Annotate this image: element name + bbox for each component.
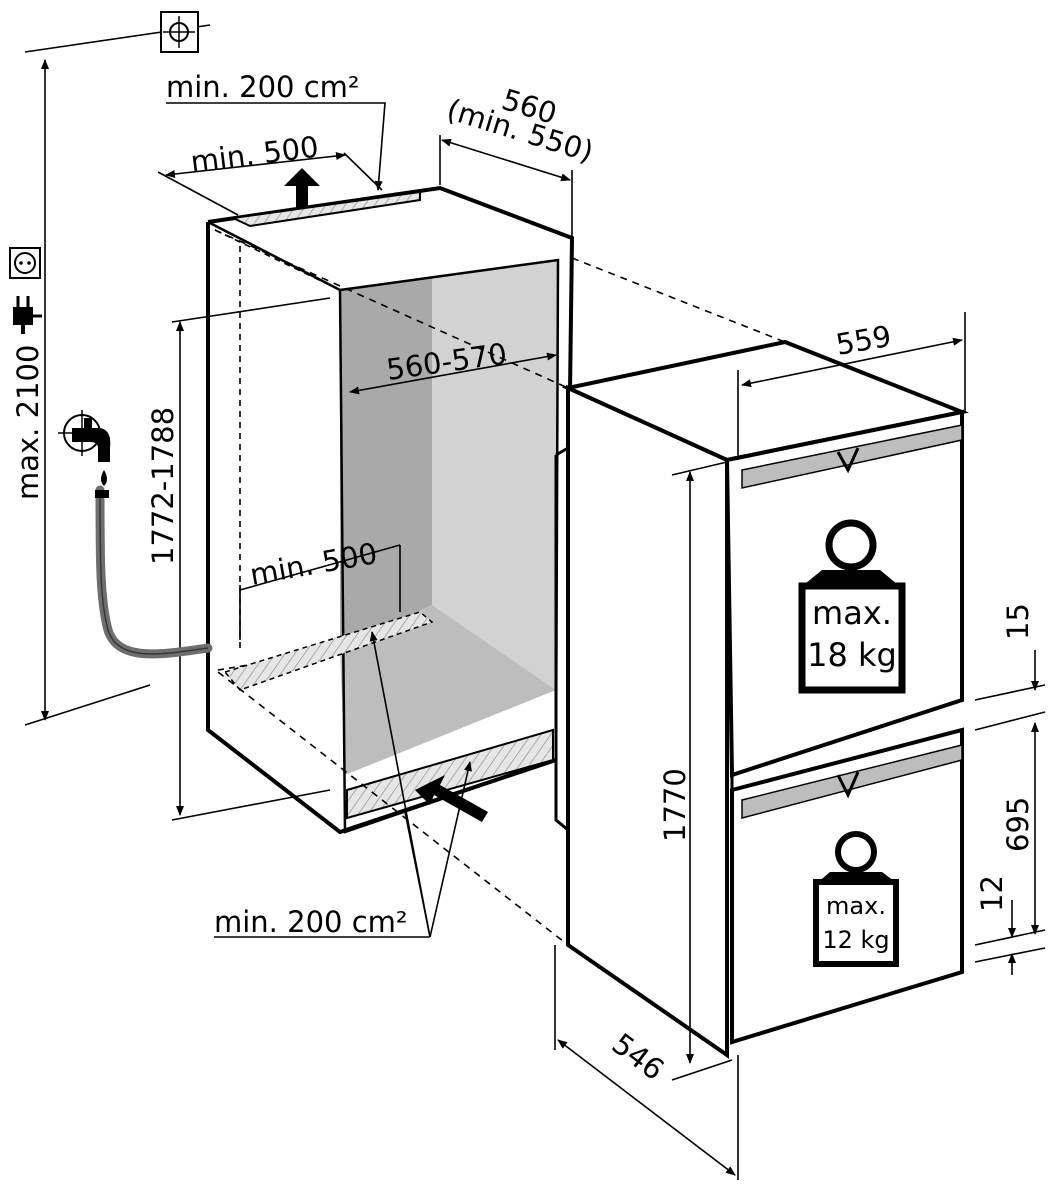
niche-floor <box>340 605 556 775</box>
upper-hinge-bar <box>741 424 963 489</box>
appliance-depth-label: 546 <box>606 1026 671 1086</box>
air-in-arrow <box>415 775 488 822</box>
bottom-vent-grille <box>346 728 554 820</box>
max-height-label: max. 2100 <box>11 345 45 500</box>
water-tap-icon <box>58 410 111 498</box>
floor-vent-grille <box>223 611 434 691</box>
appliance-door-step <box>555 446 569 457</box>
gap-upper-label: 15 <box>1001 603 1035 640</box>
vent-bottom-area-label: min. 200 cm² <box>214 905 408 939</box>
power-socket-icon <box>9 247 41 279</box>
dimension-lines <box>24 24 1046 1180</box>
appliance-height-label: 1770 <box>658 768 692 842</box>
appliance-side-plinth <box>554 455 569 832</box>
appliance <box>554 339 969 1059</box>
gap-lower-label: 12 <box>975 875 1009 912</box>
upper-weight-icon: max. 18 kg <box>798 519 906 694</box>
niche-height-label: 1772-1788 <box>146 407 180 565</box>
niche-cabinet <box>206 185 575 835</box>
lower-weight-icon: max. 12 kg <box>813 831 899 967</box>
lower-hinge-bar <box>741 744 963 819</box>
door-lower-height-label: 695 <box>1001 797 1035 852</box>
ventilation-top-icon <box>160 11 199 53</box>
lower-max-label: max. <box>826 892 886 920</box>
lower-weight-label: 12 kg <box>822 926 889 954</box>
top-vent-grille <box>229 190 421 228</box>
air-out-arrow <box>284 168 320 208</box>
niche-hidden-edge <box>214 229 341 291</box>
power-plug-icon <box>13 296 42 334</box>
upper-weight-label: 18 kg <box>807 636 897 674</box>
niche-bottom-front-edge <box>207 729 341 833</box>
niche-side-wall <box>340 278 432 650</box>
upper-hinge-notch <box>836 447 860 474</box>
niche-top-front-edge <box>207 220 341 292</box>
upper-max-label: max. <box>812 594 892 632</box>
appliance-side <box>566 384 729 1059</box>
vent-top-area-label: min. 200 cm² <box>166 70 360 104</box>
lower-hinge-notch <box>836 771 860 799</box>
